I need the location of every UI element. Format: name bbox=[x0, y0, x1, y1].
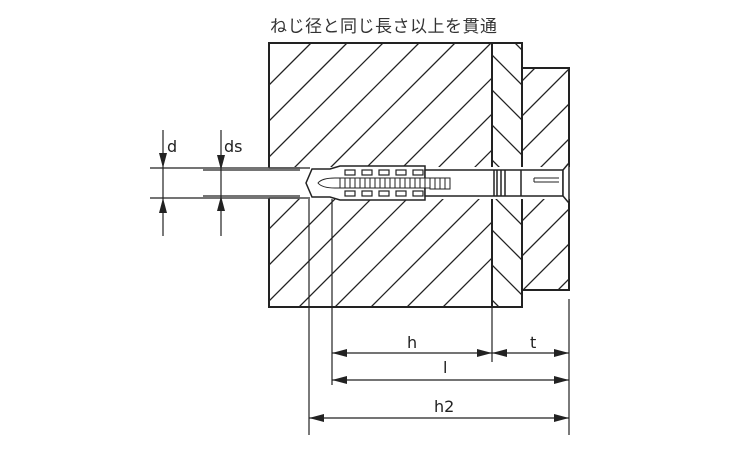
label-l: l bbox=[443, 358, 448, 377]
screw-thread bbox=[317, 177, 451, 190]
fixture-hatch bbox=[522, 68, 569, 290]
label-h: h bbox=[407, 333, 418, 352]
label-h2: h2 bbox=[434, 397, 455, 416]
diameter-dimensions bbox=[150, 130, 300, 236]
base-material-hatch bbox=[269, 43, 492, 307]
anchor-teeth bbox=[344, 169, 424, 197]
length-dimension-arrows bbox=[309, 349, 569, 422]
diameter-arrows bbox=[159, 153, 225, 213]
label-d: d bbox=[167, 137, 178, 156]
label-ds: ds bbox=[224, 137, 243, 156]
label-t: t bbox=[530, 333, 537, 352]
diagram-title: ねじ径と同じ長さ以上を貫通 bbox=[270, 17, 498, 37]
